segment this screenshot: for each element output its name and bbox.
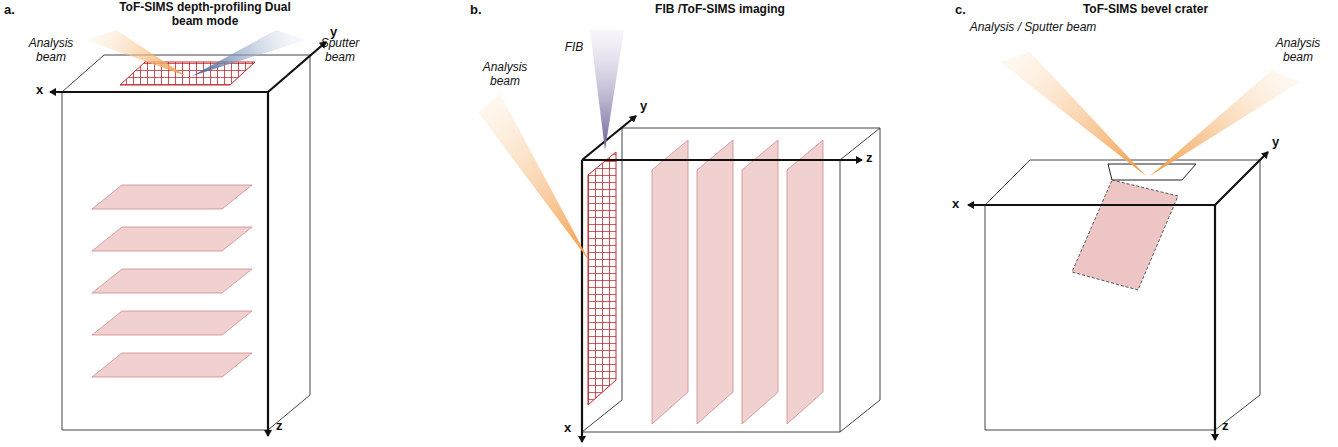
panel-letter: a. (4, 2, 34, 18)
panel-letter: b. (470, 2, 500, 18)
slice-plane (697, 140, 733, 424)
axis-label: x (564, 420, 578, 436)
axis-label: x (36, 82, 50, 98)
axis-label: y (330, 24, 344, 40)
axis-label: z (866, 150, 880, 166)
beam-label: Sputter beam (308, 36, 372, 65)
panel-title: ToF-SIMS bevel crater (1058, 2, 1233, 16)
panel-title: ToF-SIMS depth-profiling Dual beam mode (115, 0, 295, 29)
slice-plane (92, 185, 252, 209)
axis-label: z (276, 418, 290, 434)
slice-plane (92, 311, 252, 335)
beam-label: Analysis / Sputter beam (968, 20, 1098, 34)
slice-plane (92, 227, 252, 251)
slice-plane (92, 269, 252, 293)
beam-label: FIB (560, 40, 588, 54)
axis-label: x (952, 196, 966, 212)
slice-plane (92, 353, 252, 377)
beam-label: Analysis beam (1266, 36, 1330, 65)
axis-label: z (1222, 418, 1236, 434)
slice-plane (787, 140, 823, 424)
beam-label: Analysis beam (18, 36, 84, 65)
slice-plane (652, 140, 688, 424)
beam-label: Analysis beam (470, 60, 540, 89)
axis-label: y (1272, 134, 1286, 150)
panel-title: FIB /ToF-SIMS imaging (655, 2, 785, 16)
axis-label: y (640, 98, 654, 114)
panel-letter: c. (955, 2, 985, 18)
slice-plane (742, 140, 778, 424)
